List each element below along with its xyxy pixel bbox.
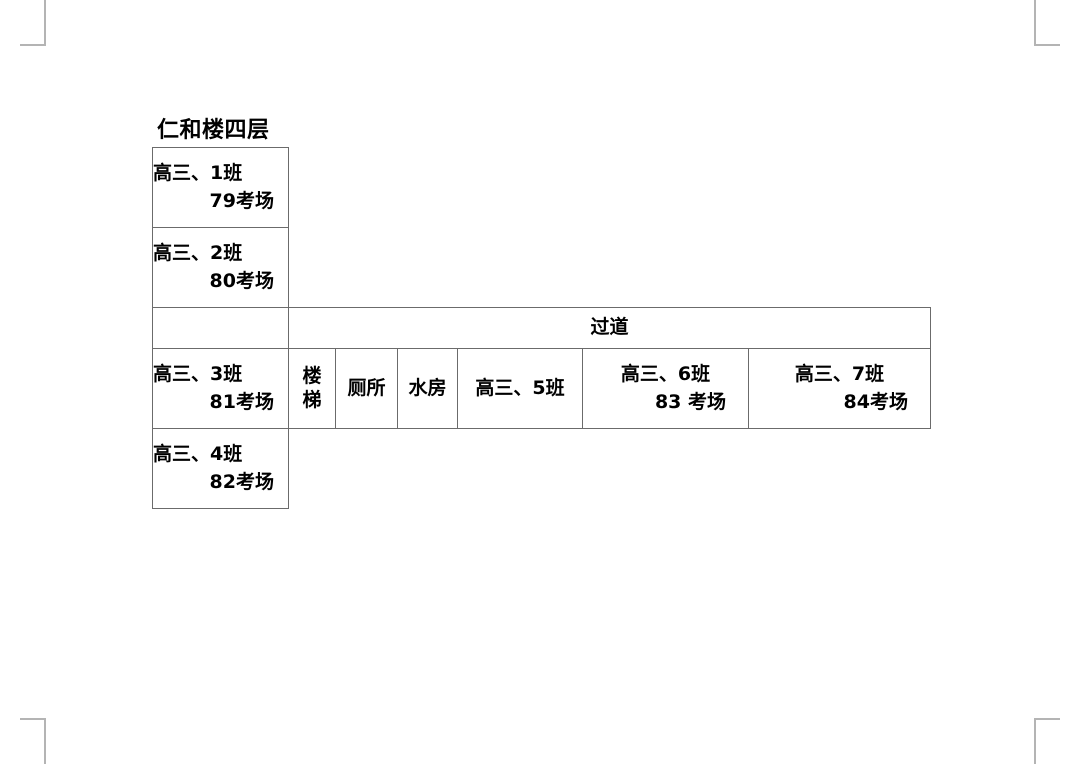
cell-room-79: 高三、1班 79考场: [152, 147, 289, 228]
table-row: 高三、2班 80考场: [152, 227, 931, 308]
class-label: 高三、5班: [475, 376, 565, 399]
table-row: 过道: [152, 307, 931, 349]
cell-room-80: 高三、2班 80考场: [152, 227, 289, 308]
crop-mark-bottom-left: [20, 718, 46, 764]
class-label: 高三、3班: [153, 362, 243, 385]
crop-mark-top-right: [1034, 0, 1060, 46]
exam-room-label: 84考场: [843, 390, 908, 413]
cell-room-82: 高三、4班 82考场: [152, 428, 289, 509]
stairway-label: 楼梯: [302, 364, 322, 411]
crop-mark-bottom-right: [1034, 718, 1060, 764]
water-room-label: 水房: [408, 376, 447, 399]
page-title: 仁和楼四层: [157, 118, 270, 143]
cell-room-84: 高三、7班 84考场: [748, 348, 931, 429]
cell-room-class-5: 高三、5班: [457, 348, 583, 429]
exam-room-label: 82考场: [209, 470, 274, 493]
class-label: 高三、7班: [794, 362, 885, 385]
aisle-label: 过道: [590, 316, 629, 339]
table-row: 高三、1班 79考场: [152, 147, 931, 228]
cell-stairway: 楼梯: [288, 348, 336, 429]
table-row: 高三、3班 81考场 楼梯 厕所 水房 高三、5班 高三、6班 83 考场 高三…: [152, 348, 931, 429]
cell-room-81: 高三、3班 81考场: [152, 348, 289, 429]
floor-plan-table: 高三、1班 79考场 高三、2班 80考场 过道 高三、3班 81考场 楼梯 厕…: [152, 147, 931, 509]
class-label: 高三、2班: [153, 241, 243, 264]
cell-room-83: 高三、6班 83 考场: [582, 348, 749, 429]
table-row: 高三、4班 82考场: [152, 428, 931, 509]
class-label: 高三、4班: [153, 442, 243, 465]
exam-room-label: 83 考场: [654, 390, 726, 413]
class-label: 高三、6班: [620, 362, 711, 385]
class-label: 高三、1班: [153, 161, 243, 184]
cell-water-room: 水房: [397, 348, 458, 429]
exam-room-label: 79考场: [209, 189, 274, 212]
cell-aisle: 过道: [288, 307, 931, 349]
exam-room-label: 80考场: [209, 269, 274, 292]
cell-restroom: 厕所: [335, 348, 398, 429]
cell-empty: [152, 307, 289, 349]
restroom-label: 厕所: [347, 376, 386, 399]
crop-mark-top-left: [20, 0, 46, 46]
exam-room-label: 81考场: [209, 390, 274, 413]
